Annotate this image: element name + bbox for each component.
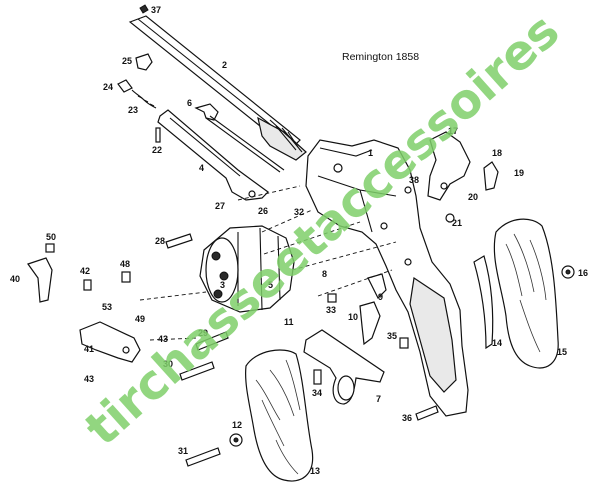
frame-part [305,139,469,417]
part-number-38: 38 [409,175,419,185]
part-number-1: 1 [368,148,373,158]
bolt-part [79,321,141,363]
part-number-36: 36 [402,413,412,423]
part-number-16: 16 [578,268,588,278]
part-number-53: 53 [102,302,112,312]
part-number-9: 9 [378,292,383,302]
part-number-6: 6 [187,98,192,108]
pin-part [155,127,161,143]
part-number-50: 50 [46,232,56,242]
trigger-guard-part [303,329,385,405]
part-number-2: 2 [222,60,227,70]
mainspring-part [473,255,494,350]
part-number-34: 34 [312,388,322,398]
loading-lever-part [157,109,269,201]
part-number-31: 31 [178,446,188,456]
part-number-26: 26 [258,206,268,216]
left-grip-part [245,349,314,482]
part-number-13: 13 [310,466,320,476]
part-number-labels: 37 2 25 24 23 6 22 4 27 26 32 28 1 17 18… [10,5,588,476]
part-number-4: 4 [199,163,204,173]
part-number-43: 43 [158,334,168,344]
part-number-33: 33 [326,305,336,315]
cylinder-part [199,225,295,313]
watermark-text: tirchasseetaccessoires [75,3,571,457]
part-number-28: 28 [155,236,165,246]
hand-spring-part [483,161,499,191]
part-number-12: 12 [232,420,242,430]
part-number-14: 14 [492,338,502,348]
rammer-part [194,103,285,173]
diagram-title: Remington 1858 [342,51,419,63]
part-number-43-lower: 43 [84,374,94,384]
part-number-32: 32 [294,207,304,217]
part-number-25: 25 [122,56,132,66]
part-number-27: 27 [215,201,225,211]
part-number-24: 24 [103,82,113,92]
hammer-part [427,131,471,201]
part-number-10: 10 [348,312,358,322]
part-number-7: 7 [376,394,381,404]
part-number-29: 29 [198,328,208,338]
right-grip-part [493,218,559,369]
part-number-23: 23 [128,105,138,115]
part-number-15: 15 [557,347,567,357]
latch-part [135,53,153,71]
part-number-42: 42 [80,266,90,276]
lever-spring-part [117,79,157,109]
screw-parts [45,186,575,467]
part-number-18: 18 [492,148,502,158]
part-number-41: 41 [84,344,94,354]
part-number-37: 37 [151,5,161,15]
part-number-19: 19 [514,168,524,178]
sear-part [367,273,387,300]
ejector-part [27,257,53,303]
part-number-3: 3 [220,280,225,290]
part-number-21: 21 [452,218,462,228]
part-number-48: 48 [120,259,130,269]
part-number-11: 11 [284,317,294,327]
part-number-20: 20 [468,192,478,202]
part-number-5: 5 [268,280,273,290]
front-sight-part [139,4,149,14]
part-number-40: 40 [10,274,20,284]
part-number-49: 49 [135,314,145,324]
part-number-17: 17 [448,126,458,136]
part-number-35: 35 [387,331,397,341]
part-number-30: 30 [163,359,173,369]
barrel-part [128,15,307,161]
assembly-lines [139,185,397,341]
trigger-part [359,301,381,346]
part-number-8: 8 [322,269,327,279]
part-number-22: 22 [152,145,162,155]
